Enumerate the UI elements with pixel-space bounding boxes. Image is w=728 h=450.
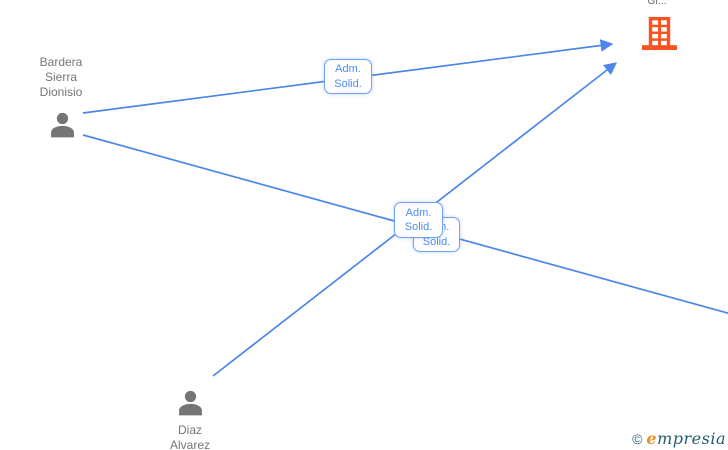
person-icon [51, 112, 74, 138]
node-label-diaz-alvarez[interactable]: Diaz Alvarez [169, 423, 210, 450]
edge-label-adm-solid-bardera-company[interactable]: Adm. Solid. [324, 59, 372, 94]
node-bardera-sierra-dionisio[interactable] [46, 108, 79, 142]
empresia-wordmark: empresia [646, 429, 726, 448]
person-icon [179, 390, 202, 416]
node-label-company[interactable]: Gr... [647, 0, 667, 7]
edge-label-adm-solid-diaz-company[interactable]: Adm. Solid. [394, 202, 443, 238]
node-label-bardera-sierra-dionisio[interactable]: Bardera Sierra Dionisio [39, 55, 83, 99]
wordmark-first-letter: e [646, 429, 658, 448]
copyright-icon: © [632, 430, 643, 447]
wordmark-rest: mpresia [657, 429, 726, 448]
empresia-logo[interactable]: © empresia [632, 429, 726, 448]
building-icon [641, 16, 678, 51]
node-company[interactable] [641, 16, 678, 51]
node-diaz-alvarez[interactable] [174, 386, 207, 420]
